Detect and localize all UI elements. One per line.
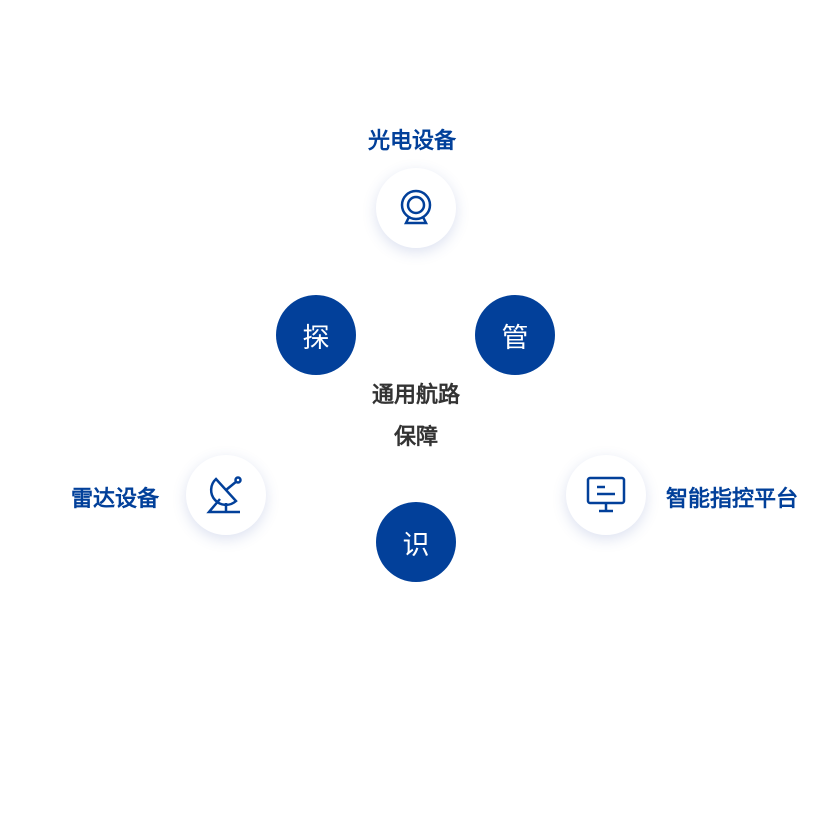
webcam-icon	[400, 189, 432, 225]
optical-device-node	[376, 168, 456, 248]
center-title-line-2: 保障	[393, 425, 438, 450]
platform-label: 智能指控平台	[666, 487, 799, 512]
platform-node	[566, 455, 646, 535]
node-guan: 管	[475, 295, 555, 375]
radar-device-node	[186, 455, 266, 535]
center-title: 通用航路 保障	[316, 375, 516, 459]
radar-dish-icon	[206, 476, 242, 514]
node-tan: 探	[276, 295, 356, 375]
node-shi: 识	[376, 502, 456, 582]
monitor-icon	[586, 476, 626, 513]
radar-device-label: 雷达设备	[71, 487, 160, 512]
optical-device-label: 光电设备	[368, 129, 457, 154]
center-title-line-1: 通用航路	[371, 383, 460, 408]
